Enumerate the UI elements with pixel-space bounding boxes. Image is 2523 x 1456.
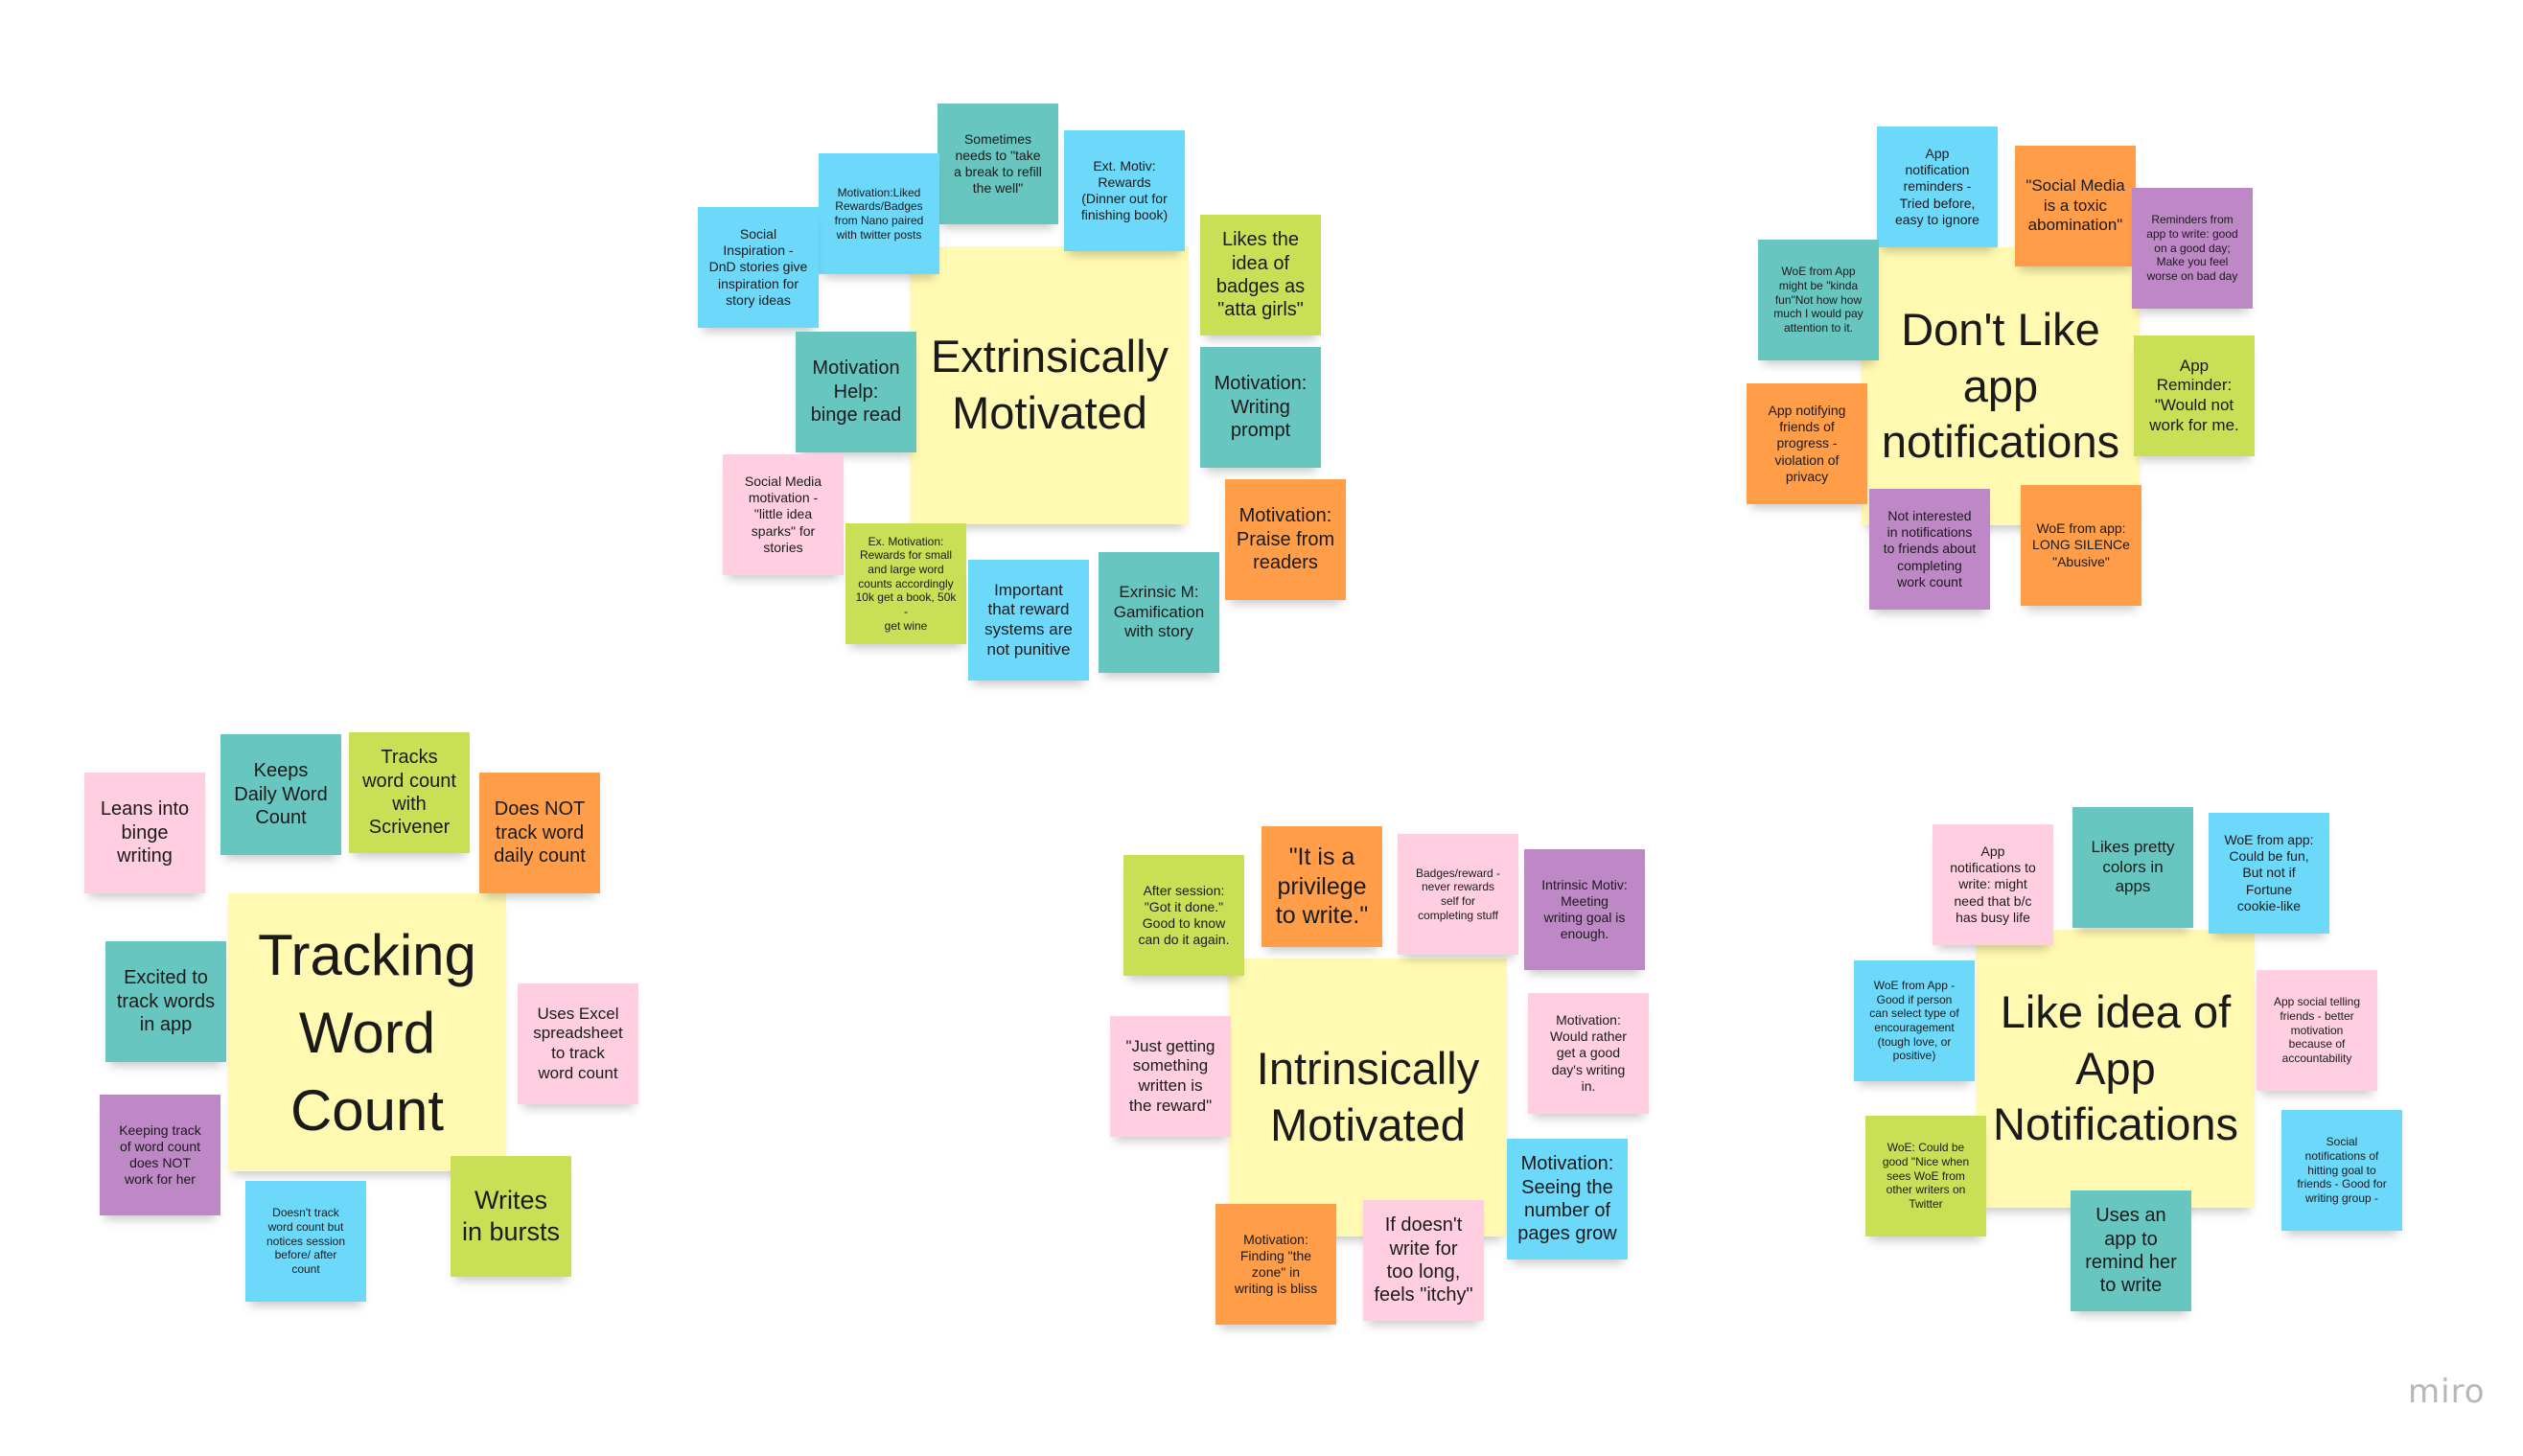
sticky-note[interactable]: Does NOT track word daily count — [479, 773, 600, 893]
sticky-note[interactable]: Ext. Motiv: Rewards (Dinner out for fini… — [1064, 130, 1185, 251]
sticky-note[interactable]: Keeping track of word count does NOT wor… — [100, 1095, 220, 1215]
sticky-note[interactable]: Motivation: Writing prompt — [1200, 347, 1321, 468]
sticky-note[interactable]: "Just getting something written is the r… — [1110, 1016, 1231, 1137]
sticky-note[interactable]: Badges/reward - never rewards self for c… — [1398, 834, 1518, 955]
sticky-note[interactable]: Intrinsic Motiv: Meeting writing goal is… — [1524, 849, 1645, 970]
sticky-note[interactable]: If doesn't write for too long, feels "it… — [1363, 1200, 1484, 1321]
sticky-note[interactable]: Motivation: Finding "the zone" in writin… — [1215, 1204, 1336, 1325]
sticky-note-title-like-idea[interactable]: Like idea of App Notifications — [1977, 930, 2255, 1208]
sticky-note[interactable]: Writes in bursts — [451, 1156, 571, 1277]
sticky-note[interactable]: "It is a privilege to write." — [1262, 826, 1382, 947]
sticky-note[interactable]: Ex. Motivation: Rewards for small and la… — [845, 523, 966, 644]
sticky-note[interactable]: Social Inspiration - DnD stories give in… — [698, 207, 819, 328]
sticky-note[interactable]: "Social Media is a toxic abomination" — [2015, 146, 2136, 266]
sticky-note-title-dont-like[interactable]: Don't Like app notifications — [1862, 247, 2140, 525]
sticky-note[interactable]: Uses Excel spreadsheet to track word cou… — [518, 983, 638, 1104]
sticky-note[interactable]: Sometimes needs to "take a break to refi… — [937, 104, 1058, 224]
sticky-note-title-tracking[interactable]: Tracking Word Count — [228, 893, 506, 1171]
sticky-note[interactable]: WoE: Could be good "Nice when sees WoE f… — [1865, 1116, 1986, 1236]
sticky-note[interactable]: WoE from App might be "kinda fun"Not how… — [1758, 240, 1879, 360]
sticky-note[interactable]: App Reminder: "Would not work for me. — [2134, 335, 2255, 456]
sticky-note[interactable]: App notifications to write: might need t… — [1933, 824, 2053, 945]
sticky-note[interactable]: Not interested in notifications to frien… — [1869, 489, 1990, 610]
sticky-note[interactable]: After session: "Got it done." Good to kn… — [1123, 855, 1244, 976]
sticky-note[interactable]: Uses an app to remind her to write — [2071, 1190, 2191, 1311]
sticky-note[interactable]: Likes the idea of badges as "atta girls" — [1200, 215, 1321, 335]
sticky-note[interactable]: Excited to track words in app — [105, 941, 226, 1062]
miro-logo: miro — [2408, 1373, 2486, 1411]
sticky-note[interactable]: Important that reward systems are not pu… — [968, 560, 1089, 681]
sticky-note[interactable]: App notification reminders - Tried befor… — [1877, 127, 1998, 247]
sticky-note[interactable]: App social telling friends - better moti… — [2257, 970, 2377, 1091]
sticky-note[interactable]: Likes pretty colors in apps — [2072, 807, 2193, 928]
sticky-note[interactable]: WoE from app: LONG SILENCe "Abusive" — [2021, 485, 2141, 606]
sticky-note[interactable]: Motivation: Praise from readers — [1225, 479, 1346, 600]
sticky-note[interactable]: Social notifications of hitting goal to … — [2281, 1110, 2402, 1231]
sticky-note[interactable]: WoE from app: Could be fun, But not if F… — [2209, 813, 2329, 934]
sticky-note[interactable]: Doesn't track word count but notices ses… — [245, 1181, 366, 1302]
sticky-note[interactable]: Keeps Daily Word Count — [220, 734, 341, 855]
sticky-note[interactable]: Social Media motivation - "little idea s… — [723, 454, 844, 575]
sticky-note[interactable]: App notifying friends of progress - viol… — [1747, 383, 1867, 504]
sticky-note-title-intrinsic[interactable]: Intrinsically Motivated — [1229, 959, 1507, 1236]
sticky-note-title-extrinsic[interactable]: Extrinsically Motivated — [911, 246, 1189, 524]
sticky-note[interactable]: Reminders from app to write: good on a g… — [2132, 188, 2253, 309]
sticky-note[interactable]: Exrinsic M: Gamification with story — [1099, 552, 1219, 673]
sticky-note[interactable]: Motivation Help: binge read — [796, 332, 916, 452]
sticky-note[interactable]: WoE from App - Good if person can select… — [1854, 960, 1975, 1081]
sticky-note[interactable]: Tracks word count with Scrivener — [349, 732, 470, 853]
sticky-note[interactable]: Motivation: Would rather get a good day'… — [1528, 993, 1649, 1114]
sticky-note[interactable]: Motivation:Liked Rewards/Badges from Nan… — [819, 153, 939, 274]
sticky-note[interactable]: Motivation: Seeing the number of pages g… — [1507, 1139, 1628, 1260]
sticky-note[interactable]: Leans into binge writing — [84, 773, 205, 893]
